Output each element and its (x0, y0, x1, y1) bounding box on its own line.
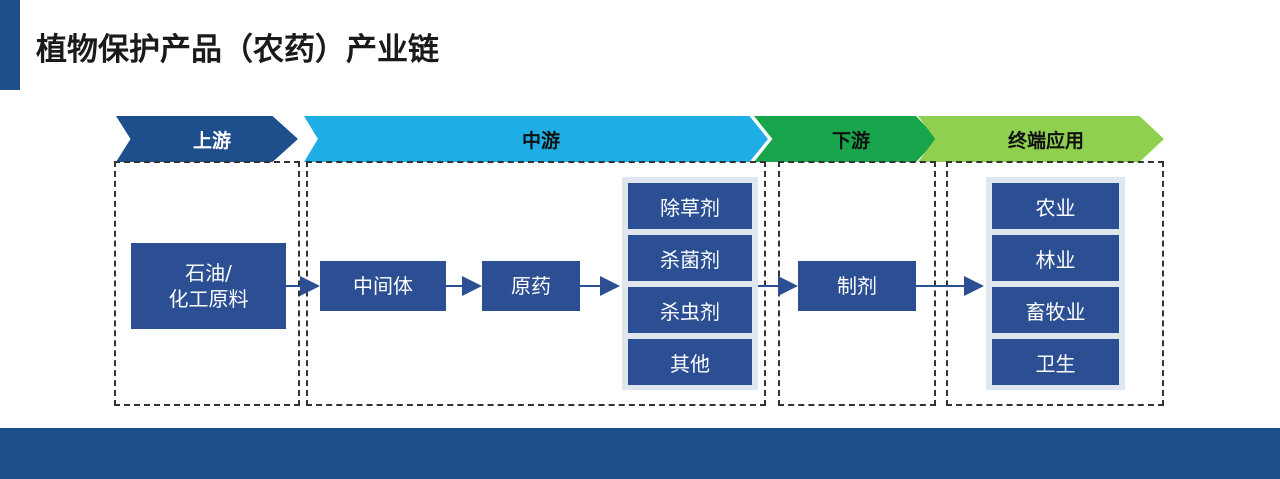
node-raw-materials: 石油/ 化工原料 (131, 243, 286, 329)
node-formulation: 制剂 (798, 261, 916, 311)
product-other: 其他 (628, 339, 752, 385)
end-use-box (946, 161, 1164, 406)
application-forestry: 林业 (992, 235, 1119, 281)
application-livestock: 畜牧业 (992, 287, 1119, 333)
stage-upstream-label: 上游 (192, 129, 231, 152)
product-herbicide: 除草剂 (628, 183, 752, 229)
node-technical: 原药 (482, 261, 580, 311)
application-agriculture: 农业 (992, 183, 1119, 229)
node-raw-materials-line1: 石油/ (185, 261, 232, 285)
stage-end-use-label: 终端应用 (1007, 129, 1084, 152)
stage-midstream: 中游 (304, 116, 768, 162)
page-title: 植物保护产品（农药）产业链 (36, 32, 439, 68)
stage-midstream-label: 中游 (521, 129, 560, 152)
stage-downstream: 下游 (754, 116, 938, 162)
node-intermediates: 中间体 (320, 261, 446, 311)
left-accent-bar (0, 0, 20, 90)
node-raw-materials-line2: 化工原料 (168, 287, 249, 311)
stage-end-use: 终端应用 (918, 116, 1164, 162)
upstream-box (114, 161, 300, 406)
product-categories-panel: 除草剂 杀菌剂 杀虫剂 其他 (622, 177, 758, 390)
product-fungicide: 杀菌剂 (628, 235, 752, 281)
stage-downstream-label: 下游 (831, 129, 870, 152)
bottom-banner (0, 428, 1280, 479)
applications-panel: 农业 林业 畜牧业 卫生 (986, 177, 1125, 390)
product-insecticide: 杀虫剂 (628, 287, 752, 333)
stage-upstream: 上游 (116, 116, 298, 162)
application-hygiene: 卫生 (992, 339, 1119, 385)
